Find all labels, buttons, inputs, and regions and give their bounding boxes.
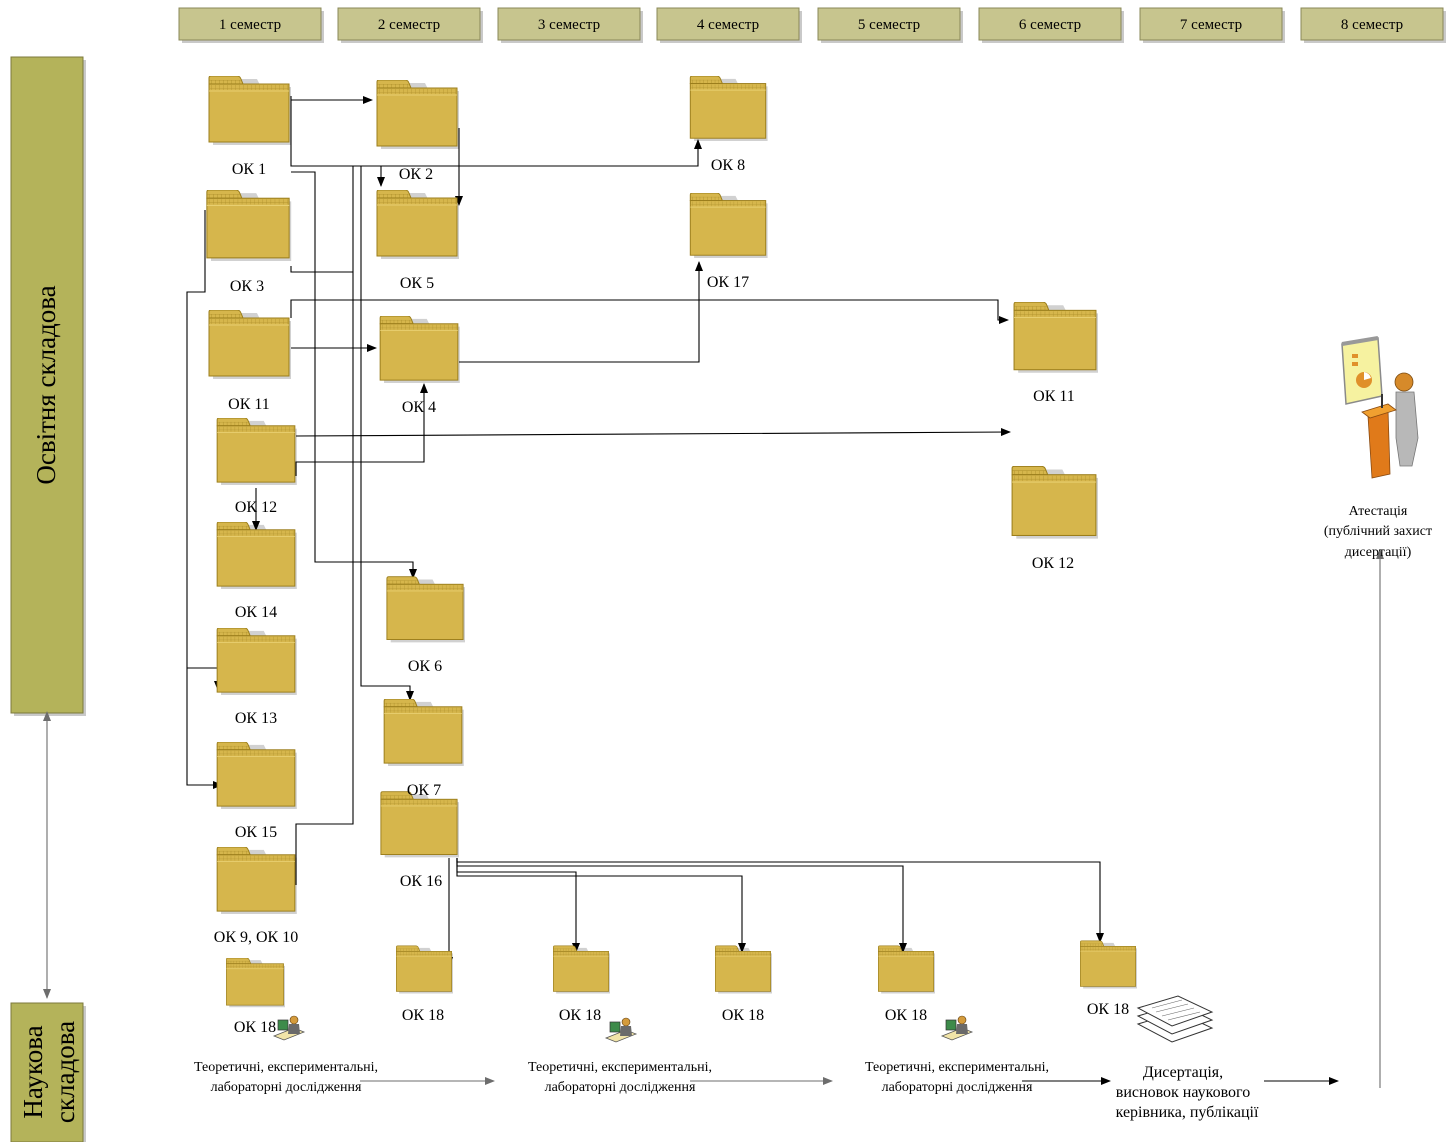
label-ok18-3: ОК 18 [559,1007,601,1024]
folder-ok17 [689,193,768,259]
education-component: Освітня складова [10,56,86,716]
attestation-line1: Атестація [1349,504,1408,519]
label-ok1: ОК 1 [232,161,266,178]
dissertation-line3: керівника, публікації [1116,1104,1259,1121]
folder-ok16 [380,791,459,858]
attestation-text: Атестація (публічний захист дисертації) [1324,504,1432,560]
folder-ok8 [689,76,768,142]
label-ok12: ОК 12 [235,499,277,516]
folder-ok18-3 [553,945,610,994]
researcher-icon [940,1015,974,1041]
folder-labels: ОК 1 ОК 2 ОК 8 ОК 3 ОК 5 ОК 17 ОК 11 ОК … [214,157,1129,1036]
folder-ok13 [216,628,297,696]
folder-ok11-sem6 [1013,302,1098,374]
researcher-icon [272,1015,306,1041]
research-text-3-line2: лабораторні дослідження [882,1080,1033,1095]
label-ok17: ОК 17 [707,274,749,291]
semester-8: 8 семестр [1300,7,1446,43]
semester-2: 2 семестр [337,7,483,43]
attestation-line2: (публічний захист [1324,524,1432,539]
science-label-line2: складова [50,1021,80,1123]
dissertation-line2: висновок наукового [1116,1084,1250,1101]
folder-ok18-6 [1080,940,1137,989]
semester-7: 7 семестр [1139,7,1285,43]
semester-label: 3 семестр [538,17,600,33]
semester-6: 6 семестр [978,7,1124,43]
semester-label: 6 семестр [1019,17,1081,33]
semester-label: 5 семестр [858,17,920,33]
semester-label: 2 семестр [378,17,440,33]
label-ok12-sem6: ОК 12 [1032,555,1074,572]
research-text-1-line2: лабораторні дослідження [211,1080,362,1095]
semester-label: 4 семестр [697,17,759,33]
label-ok3: ОК 3 [230,278,264,295]
education-label: Освітня складова [31,285,61,484]
dissertation-line1: Дисертація, [1143,1064,1223,1081]
label-ok5: ОК 5 [400,275,434,292]
folder-ok18-4 [715,945,772,994]
label-ok8: ОК 8 [711,157,745,174]
research-texts: Теоретичні, експериментальні, лабораторн… [194,1060,1049,1095]
folder-ok4 [379,316,460,384]
folder-ok12-sem6 [1011,466,1098,540]
label-ok18-5: ОК 18 [885,1007,927,1024]
folder-ok18-2 [396,945,453,994]
semester-header: 1 семестр 2 семестр 3 семестр 4 семестр … [178,7,1446,43]
label-ok13: ОК 13 [235,710,277,727]
label-ok15: ОК 15 [235,824,277,841]
label-ok18-1: ОК 18 [234,1019,276,1036]
folder-ok1 [208,76,291,146]
label-ok9-ok10: ОК 9, ОК 10 [214,929,298,946]
folder-ok5 [376,190,459,260]
document-stack-icon [1136,995,1214,1043]
folder-ok2 [376,80,459,150]
research-text-3-line1: Теоретичні, експериментальні, [865,1060,1049,1075]
label-ok7: ОК 7 [407,782,441,799]
dissertation-text: Дисертація, висновок наукового керівника… [1116,1064,1259,1121]
folder-ok11 [208,310,291,380]
research-text-1-line1: Теоретичні, експериментальні, [194,1060,378,1075]
researcher-icons [272,1015,974,1043]
semester-label: 8 семестр [1341,17,1403,33]
label-ok18-2: ОК 18 [402,1007,444,1024]
folder-ok14 [216,522,297,590]
folder-ok7 [383,699,464,767]
folder-ok9-ok10 [216,847,297,915]
label-ok18-4: ОК 18 [722,1007,764,1024]
connectors [186,96,1384,1088]
research-text-2-line2: лабораторні дослідження [545,1080,696,1095]
folder-ok18-1 [226,958,285,1008]
folder-ok15 [216,742,297,810]
label-ok11: ОК 11 [228,396,270,413]
folders [206,76,1137,1008]
researcher-icon [604,1017,638,1043]
presenter-icon [1341,336,1419,479]
label-ok6: ОК 6 [408,658,442,675]
semester-5: 5 семестр [817,7,963,43]
semester-3: 3 семестр [497,7,643,43]
label-ok18-6: ОК 18 [1087,1001,1129,1018]
science-component: Наукова складова [10,1002,86,1142]
folder-ok3 [206,190,292,262]
folder-ok12 [216,418,297,486]
semester-1: 1 семестр [178,7,324,43]
folder-ok6 [386,576,465,643]
label-ok2: ОК 2 [399,166,433,183]
label-ok4: ОК 4 [402,399,436,416]
semester-label: 1 семестр [219,17,281,33]
label-ok16: ОК 16 [400,873,442,890]
semester-label: 7 семестр [1180,17,1242,33]
science-label-line1: Наукова [18,1025,48,1118]
label-ok11-sem6: ОК 11 [1033,388,1075,405]
semester-4: 4 семестр [656,7,802,43]
label-ok14: ОК 14 [235,604,277,621]
research-text-2-line1: Теоретичні, експериментальні, [528,1060,712,1075]
folder-ok18-5 [878,945,935,994]
attestation-line3: дисертації) [1345,545,1412,560]
